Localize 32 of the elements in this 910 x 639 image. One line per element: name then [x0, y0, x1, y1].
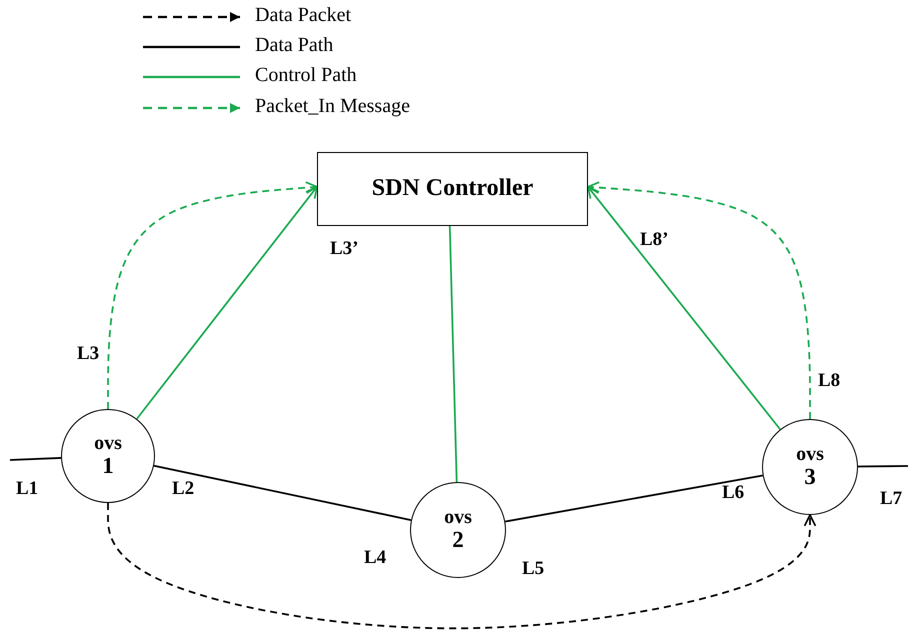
- link-label: L4: [364, 547, 386, 569]
- link-label: L8: [818, 370, 840, 392]
- switch-label: ovs: [444, 507, 472, 528]
- arrow: [587, 186, 781, 430]
- arrow: [587, 181, 811, 419]
- link-label: L3’: [330, 238, 358, 260]
- arrow: [107, 181, 318, 409]
- link-label: L1: [16, 478, 38, 500]
- legend-label: Packet_In Message: [255, 95, 410, 118]
- connector-line: [505, 474, 763, 522]
- controller-label: SDN Controller: [372, 176, 534, 202]
- connector-line: [10, 457, 62, 461]
- link-label: L6: [722, 482, 744, 504]
- arrow: [107, 503, 816, 630]
- legend-label: Data Packet: [255, 4, 352, 27]
- controller-box: [317, 152, 588, 226]
- connector-line: [154, 464, 412, 521]
- legend-label: Data Path: [255, 34, 334, 57]
- arrow: [136, 186, 318, 420]
- switch-label: ovs: [796, 444, 824, 466]
- switch-label: 1: [102, 454, 114, 479]
- connector-line: [448, 226, 458, 482]
- link-label: L2: [172, 478, 194, 500]
- link-label: L3: [77, 343, 100, 365]
- link-label: L5: [522, 558, 544, 580]
- link-label: L8’: [640, 229, 668, 251]
- switch-label: 3: [804, 465, 816, 490]
- switch-label: ovs: [94, 433, 122, 454]
- legend-label: Control Path: [255, 64, 357, 87]
- link-label: L7: [880, 488, 902, 510]
- switch-label: 2: [452, 528, 464, 553]
- connector-line: [858, 465, 908, 468]
